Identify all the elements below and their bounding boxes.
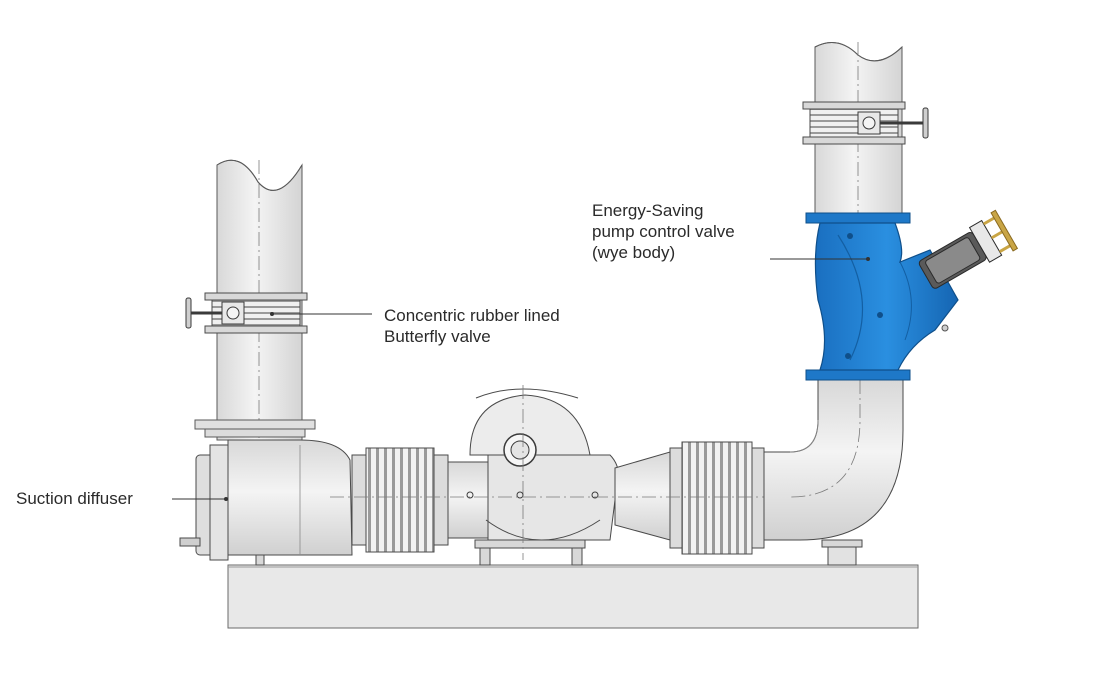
- control-valve-label-line1: Energy-Saving: [592, 201, 704, 220]
- butterfly-label-line2: Butterfly valve: [384, 327, 491, 346]
- leader-lines: [172, 257, 870, 501]
- pump-control-valve-label: Energy-Saving pump control valve (wye bo…: [592, 200, 735, 263]
- pump-control-valve: [805, 209, 1019, 381]
- discharge-elbow-riser: [763, 379, 904, 566]
- suction-label-line1: Suction diffuser: [16, 489, 133, 508]
- butterfly-valve-right: [802, 101, 929, 145]
- discharge-piping: [330, 441, 810, 555]
- suction-diffuser: [179, 439, 353, 566]
- base-skid: [227, 564, 919, 629]
- butterfly-label-line1: Concentric rubber lined: [384, 306, 560, 325]
- butterfly-valve-left: [185, 292, 308, 334]
- butterfly-valve-label: Concentric rubber lined Butterfly valve: [384, 305, 560, 347]
- suction-expansion-joint: [351, 447, 449, 553]
- split-case-pump: [447, 385, 620, 566]
- suction-diffuser-label: Suction diffuser: [16, 488, 133, 509]
- control-valve-label-line2: pump control valve: [592, 222, 735, 241]
- control-valve-label-line3: (wye body): [592, 243, 676, 262]
